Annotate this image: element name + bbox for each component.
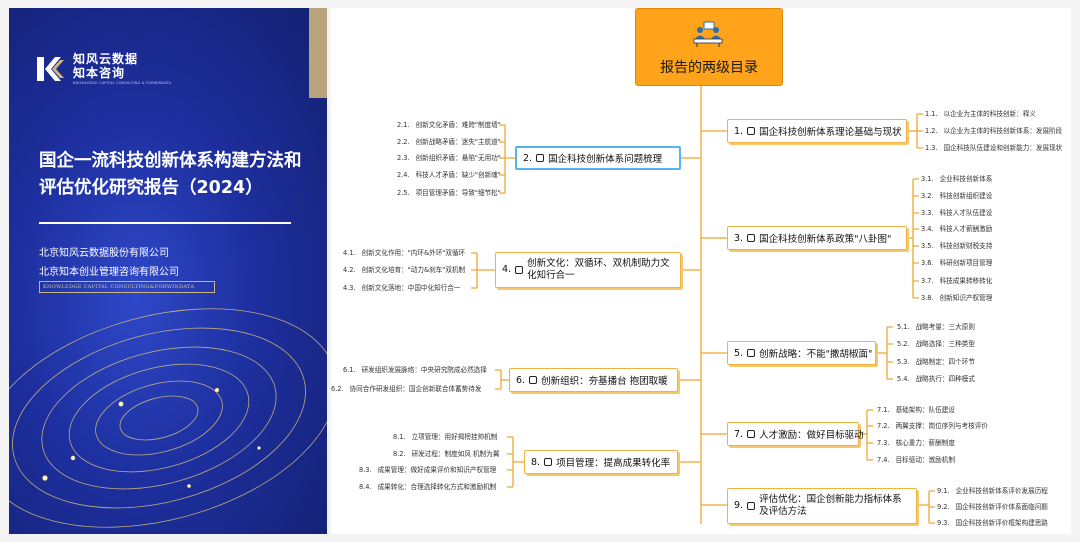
branch-node-6[interactable]: 6. 创新组织：夯基播台 抱团取暖 [509,368,678,392]
company-logo: 知风云数据 知本咨询 KNOWLEDGE CAPITAL CONSULTING … [35,52,171,85]
branch-node-4[interactable]: 4. 创新文化：双循环、双机制助力文化知行合一 [495,252,681,288]
cover-divider [39,222,291,224]
leaf-8-4[interactable]: 8.4.成果转化：合理选择转化方式和激励机制 [359,483,497,491]
branch-3-label: 国企科技创新体系政策"八卦图" [759,234,892,245]
leaf-3-7[interactable]: 3.7.科技成果转移转化 [921,277,993,285]
branch-node-2[interactable]: 2. 国企科技创新体系问题梳理 [515,146,681,170]
leaf-1-3[interactable]: 1.3.国企科技队伍建设和创新能力：发展现状 [925,144,1063,152]
leaf-7-4[interactable]: 7.4.目标驱动：激励机制 [877,456,955,464]
leaf-3-4[interactable]: 3.4.科技人才薪酬激励 [921,225,993,233]
leaf-3-5[interactable]: 3.5.科技创新财税支持 [921,242,993,250]
cover-title-line-1: 国企一流科技创新体系构建方法和 [39,151,302,171]
leaf-5-4[interactable]: 5.4.战略执行：四种模式 [897,375,975,383]
branch-1-number: 1. [734,125,744,137]
report-cover: 知风云数据 知本咨询 KNOWLEDGE CAPITAL CONSULTING … [9,8,327,534]
leaf-4-3[interactable]: 4.3.创新文化落地：中国中化知行合一 [343,284,461,292]
logo-english: KNOWLEDGE CAPITAL CONSULTING & FORWINDAT… [73,81,172,85]
branch-node-7[interactable]: 7. 人才激励：做好目标驱动 [727,422,864,446]
leaf-1-1[interactable]: 1.1.以企业为主体的科技创新：释义 [925,110,1036,118]
leaf-8-1[interactable]: 8.1.立项管理：用好揭榜挂帅机制 [393,433,498,441]
leaf-3-1[interactable]: 3.1.企业科技创新体系 [921,175,993,183]
branch-4-number: 4. [502,264,512,275]
leaf-7-3[interactable]: 7.3.核心重力：薪酬制度 [877,439,955,447]
root-title: 报告的两级目录 [660,60,758,76]
leaf-3-6[interactable]: 3.6.科研创新项目管理 [921,259,993,267]
leaf-2-2[interactable]: 2.2.创新战略矛盾：迷失"主航道" [397,138,501,146]
decorative-orbit-swirl [9,308,327,528]
checkbox-icon[interactable] [747,349,756,357]
company-english-box: KNOWLEDGE CAPITAL CONSULTING&FORWINDATA [39,281,215,293]
branch-node-3[interactable]: 3. 国企科技创新体系政策"八卦图" [727,226,907,250]
cover-title: 国企一流科技创新体系构建方法和 评估优化研究报告（2024） [39,148,302,202]
leaf-7-1[interactable]: 7.1.基础架构：队伍建设 [877,406,955,414]
mindmap-root-node[interactable]: 报告的两级目录 [635,8,783,86]
checkbox-icon[interactable] [747,234,756,242]
checkbox-icon[interactable] [747,430,756,438]
leaf-8-2[interactable]: 8.2.研发过程：制度如风 机制为翼 [393,450,500,458]
checkbox-icon[interactable] [529,376,538,384]
leaf-4-2[interactable]: 4.2.创新文化培育："动力&刹车"双机制 [343,266,466,274]
branch-7-number: 7. [734,428,744,440]
company-name-1: 北京知风云数据股份有限公司 [39,248,169,259]
leaf-6-1[interactable]: 6.1.研发组织发展脉络：中央研究院成必然选择 [343,366,487,374]
logo-name-1: 知风云数据 [73,52,139,66]
leaf-4-1[interactable]: 4.1.创新文化作用："内环&外环"双循环 [343,249,466,257]
leaf-6-2[interactable]: 6.2.协同合作研发组织：国企创新联合体蓄势待发 [331,385,482,393]
checkbox-icon[interactable] [747,127,756,135]
branch-5-number: 5. [734,347,744,359]
branch-5-label: 创新战略：不能"撒胡椒面" [759,349,873,360]
branch-3-number: 3. [734,232,744,244]
leaf-9-2[interactable]: 9.2.国企科技创新评价体系面临问题 [937,503,1048,511]
leaf-5-1[interactable]: 5.1.战略考量：三大原则 [897,323,975,331]
cover-title-line-2: 评估优化研究报告（2024） [39,178,263,198]
leaf-2-3[interactable]: 2.3.创新组织矛盾：悬陷"无用功" [397,154,501,162]
leaf-5-2[interactable]: 5.2.战略选择：三种类型 [897,340,975,348]
branch-6-number: 6. [516,374,526,386]
branch-2-number: 2. [523,152,533,164]
leaf-7-2[interactable]: 7.2.两翼支撑：岗位序列与考核评价 [877,422,988,430]
branch-node-5[interactable]: 5. 创新战略：不能"撒胡椒面" [727,341,876,365]
leaf-2-1[interactable]: 2.1.创新文化矛盾：难跨"制度墙" [397,121,501,129]
leaf-3-2[interactable]: 3.2.科技创新组织建设 [921,192,993,200]
branch-6-label: 创新组织：夯基播台 抱团取暖 [541,376,668,387]
branch-8-label: 项目管理：提高成果转化率 [556,458,671,469]
branch-node-8[interactable]: 8. 项目管理：提高成果转化率 [524,450,678,474]
branch-9-number: 9. [734,500,744,511]
mindmap-connectors [471,86,935,524]
meeting-people-icon [693,21,723,47]
leaf-1-2[interactable]: 1.2.以企业为主体的科技创新体系：发展阶段 [925,127,1063,135]
logo-mark-icon [35,55,67,83]
logo-name-2: 知本咨询 [73,66,126,80]
leaf-2-4[interactable]: 2.4.科技人才矛盾：缺少"创新魂" [397,171,501,179]
branch-4-label: 创新文化：双循环、双机制助力文化知行合一 [527,258,670,281]
leaf-2-5[interactable]: 2.5.项目管理矛盾：导致"细节松" [397,189,501,197]
branch-8-number: 8. [531,456,541,468]
leaf-3-8[interactable]: 3.8.创新知识产权管理 [921,294,993,302]
checkbox-icon[interactable] [544,458,553,466]
branch-7-label: 人才激励：做好目标驱动 [759,430,864,441]
branch-2-label: 国企科技创新体系问题梳理 [548,154,663,165]
mindmap-canvas: 报告的两级目录 1. 国企科技创新体系理论基础与现状 1.1.以企业为主体的科技… [331,8,1071,534]
leaf-8-3[interactable]: 8.3.成果管理：做好成果评价和知识产权管理 [359,466,497,474]
branch-node-1[interactable]: 1. 国企科技创新体系理论基础与现状 [727,119,907,143]
checkbox-icon[interactable] [747,502,756,510]
leaf-5-3[interactable]: 5.3.战略制定：四个环节 [897,358,975,366]
leaf-3-3[interactable]: 3.3.科技人才队伍建设 [921,209,993,217]
company-name-2: 北京知本创业管理咨询有限公司 [39,267,179,278]
checkbox-icon[interactable] [536,154,545,162]
branch-node-9[interactable]: 9. 评估优化：国企创新能力指标体系及评估方法 [727,488,917,524]
leaf-9-1[interactable]: 9.1.企业科技创新体系评价发展历程 [937,487,1048,495]
branch-1-label: 国企科技创新体系理论基础与现状 [759,127,902,138]
checkbox-icon[interactable] [515,266,524,274]
leaf-9-3[interactable]: 9.3.国企科技创新评价框架构建思路 [937,519,1048,527]
cover-gold-stripe [309,8,327,98]
branch-9-label: 评估优化：国企创新能力指标体系及评估方法 [759,494,902,517]
